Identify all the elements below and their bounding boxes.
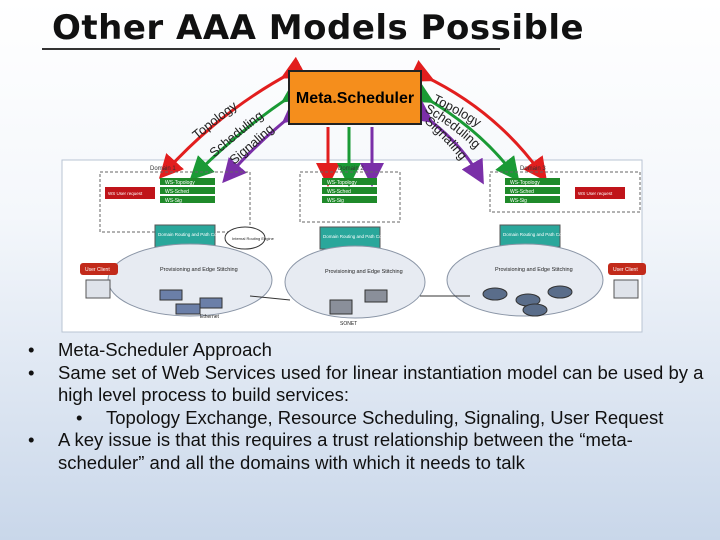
right-user-client-badge (608, 263, 646, 275)
d1-path-engine-label: Domain Routing and Path Computation Elem… (158, 232, 255, 237)
bullet-marker: • (28, 339, 35, 360)
d1-switch-a (159, 289, 183, 301)
d1-wsuser-label: WS User request (108, 191, 143, 196)
d2-ws-sig-label: WS-Sig (327, 198, 344, 204)
right-signaling-arc (407, 99, 484, 185)
d3-ws-topology-label: WS-Topology (510, 180, 540, 186)
d2-provisioning-cloud (284, 245, 426, 319)
domain-1-label: Domain 1 (150, 166, 176, 172)
left-user-client-badge (80, 263, 118, 275)
d2-router-a (329, 299, 353, 315)
d3-provisioning-label: Provisioning and Edge Stitching (495, 267, 573, 273)
ethernet-label: Ethernet (200, 314, 220, 320)
d1-ws-topology-label: WS-Topology (165, 180, 195, 186)
bullet-item: • Same set of Web Services used for line… (28, 362, 708, 407)
d3-ws-sig (505, 196, 560, 203)
bullet-text: Meta-Scheduler Approach (58, 339, 272, 360)
d3-ws-sched (505, 187, 560, 194)
link-d1-d2 (249, 295, 291, 301)
d2-ws-sched-label: WS-Sched (327, 189, 351, 195)
d3-wsuser-box (575, 187, 625, 199)
bullet-text: Topology Exchange, Resource Scheduling, … (106, 406, 664, 428)
left-user-client-label: User Client (85, 267, 110, 273)
slide-title: Other AAA Models Possible (52, 8, 585, 48)
left-signaling-arc (222, 99, 308, 184)
bullet-item: • A key issue is that this requires a tr… (28, 429, 708, 474)
d1-provisioning-label: Provisioning and Edge Stitching (160, 267, 238, 273)
d1-switch-b (199, 297, 223, 309)
d1-internal-routing-engine (224, 226, 266, 250)
domain-3-box (489, 171, 641, 213)
bullet-item: • Meta-Scheduler Approach (28, 339, 708, 362)
title-underline (42, 48, 500, 50)
d1-ws-sched-label: WS-Sched (165, 189, 189, 195)
d2-provisioning-label: Provisioning and Edge Stitching (325, 269, 403, 275)
right-user-client-label: User Client (613, 267, 638, 273)
left-client-computer (85, 279, 111, 299)
bullet-list: • Meta-Scheduler Approach • Same set of … (28, 339, 708, 474)
d3-router-d (522, 303, 548, 317)
domain-2-label: Domain 2 (338, 166, 364, 172)
bullet-marker: • (28, 361, 35, 383)
d1-ws-sig (160, 196, 215, 203)
meta-scheduler-label: Meta.Scheduler (295, 90, 415, 107)
domain-3-label: Domain 3 (520, 166, 546, 172)
d3-ws-topology (505, 178, 560, 185)
d3-path-engine-label: Domain Routing and Path Computation Elem… (503, 232, 600, 237)
d1-ws-topology (160, 178, 215, 185)
d2-ws-topology (322, 178, 377, 185)
meta-scheduler-box: Meta.Scheduler (288, 70, 422, 125)
d2-ws-topology-label: WS-Topology (327, 180, 357, 186)
d2-ws-sig (322, 196, 377, 203)
d3-ws-sig-label: WS-Sig (510, 198, 527, 204)
d1-internal-routing-label: Internal Routing Engine (232, 236, 275, 241)
d2-router-b (364, 289, 388, 303)
d3-router-c (547, 285, 573, 299)
d1-ws-sig-label: WS-Sig (165, 198, 182, 204)
sonet-label: SONET (340, 321, 357, 327)
d1-switch-c (175, 303, 201, 315)
bullet-text: Same set of Web Services used for linear… (58, 361, 704, 406)
sub-bullet-item: • Topology Exchange, Resource Scheduling… (28, 407, 708, 430)
domain-2-box (299, 171, 401, 223)
d2-ws-sched (322, 187, 377, 194)
right-client-computer (613, 279, 639, 299)
bullet-text: A key issue is that this requires a trus… (58, 429, 633, 473)
d1-wsuser-box (105, 187, 155, 199)
d2-path-engine-label: Domain Routing and Path Computation Elem… (323, 234, 420, 239)
bullet-marker: • (28, 429, 35, 450)
bullet-marker: • (76, 406, 83, 428)
d3-router-a (482, 287, 508, 301)
d1-ws-sched (160, 187, 215, 194)
d3-wsuser-label: WS User request (578, 191, 613, 196)
d3-ws-sched-label: WS-Sched (510, 189, 534, 195)
network-diagram: Topology Scheduling Signaling Topology S… (61, 56, 646, 333)
